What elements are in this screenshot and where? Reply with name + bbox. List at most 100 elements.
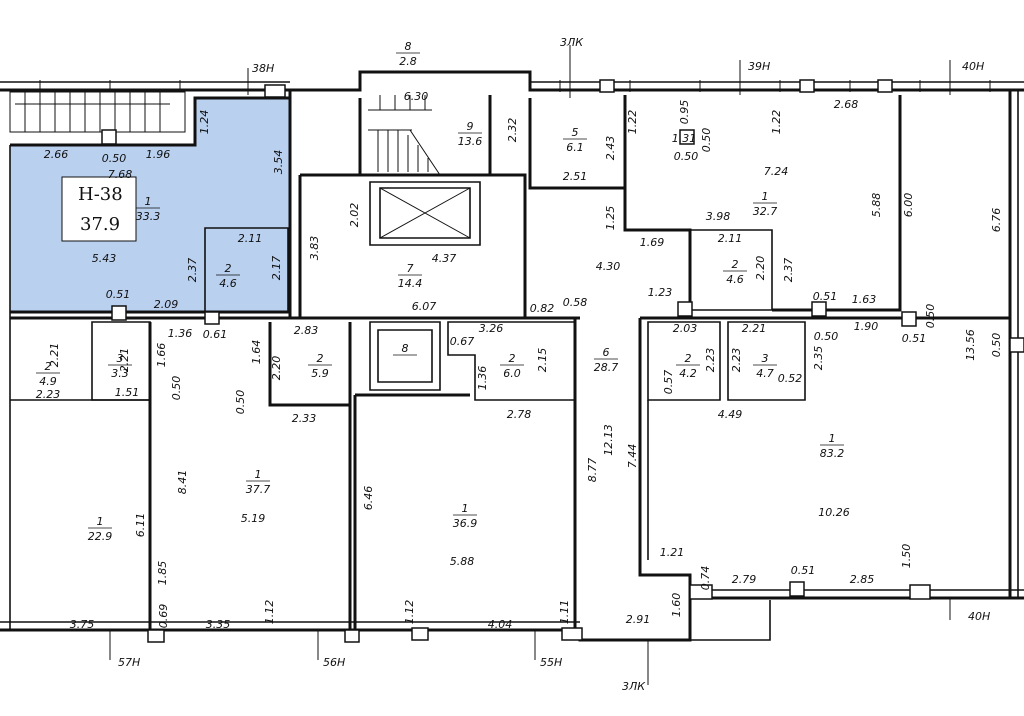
dimension-label: 1.25 xyxy=(604,206,617,231)
dimension-label: 1.36 xyxy=(168,327,193,340)
room-number: 3 xyxy=(117,352,124,365)
dimension-label: 0.50 xyxy=(234,390,247,415)
room-number: 9 xyxy=(467,120,474,133)
room-area: 83.2 xyxy=(820,447,845,460)
dimension-label: 3.98 xyxy=(706,210,731,223)
window-marks xyxy=(39,80,991,92)
room-label: 133.3 xyxy=(136,195,161,223)
outer-wall xyxy=(290,70,1024,92)
dimension-label: 2.21 xyxy=(742,322,767,335)
room-area: 6.0 xyxy=(503,367,521,380)
dimension-label: 1.51 xyxy=(115,386,140,399)
dimension-label: 0.50 xyxy=(700,128,713,153)
dimension-label: 1.12 xyxy=(263,600,276,625)
dimension-label: 7.68 xyxy=(108,168,133,181)
dimension-label: 0.51 xyxy=(106,288,131,301)
dimension-label: 5.88 xyxy=(450,555,475,568)
dimension-label: 0.74 xyxy=(699,566,712,591)
unit-label-box: Н-38 37.9 xyxy=(61,176,137,242)
room-number: 6 xyxy=(603,346,610,359)
dimension-label: 0.50 xyxy=(170,376,183,401)
room-area: 4.6 xyxy=(726,273,744,286)
room-number: 1 xyxy=(145,195,152,208)
dimension-label: 4.30 xyxy=(596,260,621,273)
room-number: 2 xyxy=(732,258,739,271)
dimension-label: 0.50 xyxy=(674,150,699,163)
dimension-label: 2.23 xyxy=(730,348,743,373)
dimension-label: 2.21 xyxy=(48,343,61,368)
dimension-label: 0.58 xyxy=(563,296,588,309)
room-number: 5 xyxy=(572,126,579,139)
dimension-label: 2.79 xyxy=(732,573,757,586)
dimension-label: 1.63 xyxy=(852,293,877,306)
room-area: 4.9 xyxy=(39,375,57,388)
dimension-label: 3.26 xyxy=(479,322,504,335)
dimension-label: 0.50 xyxy=(102,152,127,165)
dimension-label: 2.21 xyxy=(118,348,131,373)
room-label: 24.2 xyxy=(676,352,700,380)
axis-label-57: 57Н xyxy=(118,656,140,669)
dimension-label: 0.69 xyxy=(157,604,170,629)
outer-wall xyxy=(690,600,771,641)
dimension-label: 2.11 xyxy=(238,232,263,245)
axis-label-39: 39Н xyxy=(748,60,770,73)
axis-label-40-bottom: 40Н xyxy=(968,610,990,623)
dimension-label: 2.68 xyxy=(834,98,859,111)
room-label: 132.7 xyxy=(753,190,778,218)
room-label: 183.2 xyxy=(820,432,845,460)
axis-lines xyxy=(109,45,951,685)
dimension-label: 0.57 xyxy=(662,370,675,395)
room-number: 2 xyxy=(45,360,52,373)
room-label: 56.1 xyxy=(563,126,587,154)
dimension-label: 1.22 xyxy=(626,110,639,135)
dimension-label: 3.75 xyxy=(70,618,95,631)
room-area: 28.7 xyxy=(594,361,619,374)
room-label: 913.6 xyxy=(458,120,483,148)
dimension-label: 2.78 xyxy=(507,408,532,421)
axis-label-lk-bottom: 3ЛК xyxy=(622,680,646,693)
dimension-label: 0.52 xyxy=(778,372,803,385)
dimension-label: 2.83 xyxy=(294,324,319,337)
room-number: 2 xyxy=(509,352,516,365)
dimension-label: 1.69 xyxy=(640,236,665,249)
dimension-label: 2.20 xyxy=(270,356,283,381)
dimension-label: 2.66 xyxy=(44,148,69,161)
dimension-label: 2.20 xyxy=(754,256,767,281)
dimension-label: 0.67 xyxy=(450,335,475,348)
room-label: 628.7 xyxy=(594,346,619,374)
room-label: 82.8 xyxy=(396,40,420,68)
room-area: 22.9 xyxy=(88,530,113,543)
dimension-label: 2.51 xyxy=(563,170,588,183)
dimension-label: 2.91 xyxy=(626,613,651,626)
room-area: 14.4 xyxy=(398,277,423,290)
dimension-label: 2.43 xyxy=(604,136,617,161)
dimension-label: 4.04 xyxy=(488,618,513,631)
room-label: 34.7 xyxy=(753,352,777,380)
room-label: 714.4 xyxy=(398,262,423,290)
dimension-label: 0.95 xyxy=(678,100,691,125)
room-number: 1 xyxy=(762,190,769,203)
room-area: 4.2 xyxy=(679,367,697,380)
room-label: 24.6 xyxy=(216,262,240,290)
unit-code: Н-38 xyxy=(78,184,123,205)
dimension-label: 5.43 xyxy=(92,252,117,265)
dimension-label: 0.50 xyxy=(990,333,1003,358)
dimension-label: 2.11 xyxy=(718,232,743,245)
dimension-label: 1.23 xyxy=(648,286,673,299)
room-number: 7 xyxy=(407,262,414,275)
axis-label-56: 56Н xyxy=(323,656,345,669)
dimension-label: 1.36 xyxy=(476,366,489,391)
dimension-label: 2.85 xyxy=(850,573,875,586)
dimension-label: 2.33 xyxy=(292,412,317,425)
axis-label-40-top: 40Н xyxy=(962,60,984,73)
dimension-label: 6.30 xyxy=(404,90,429,103)
room-label: 26.0 xyxy=(500,352,524,380)
room-number: 2 xyxy=(685,352,692,365)
dimension-label: 2.35 xyxy=(812,346,825,371)
dimension-label: 3.83 xyxy=(308,236,321,261)
dimension-label: 1.66 xyxy=(155,343,168,368)
highlighted-unit[interactable] xyxy=(10,98,290,312)
room-area: 4.7 xyxy=(756,367,774,380)
